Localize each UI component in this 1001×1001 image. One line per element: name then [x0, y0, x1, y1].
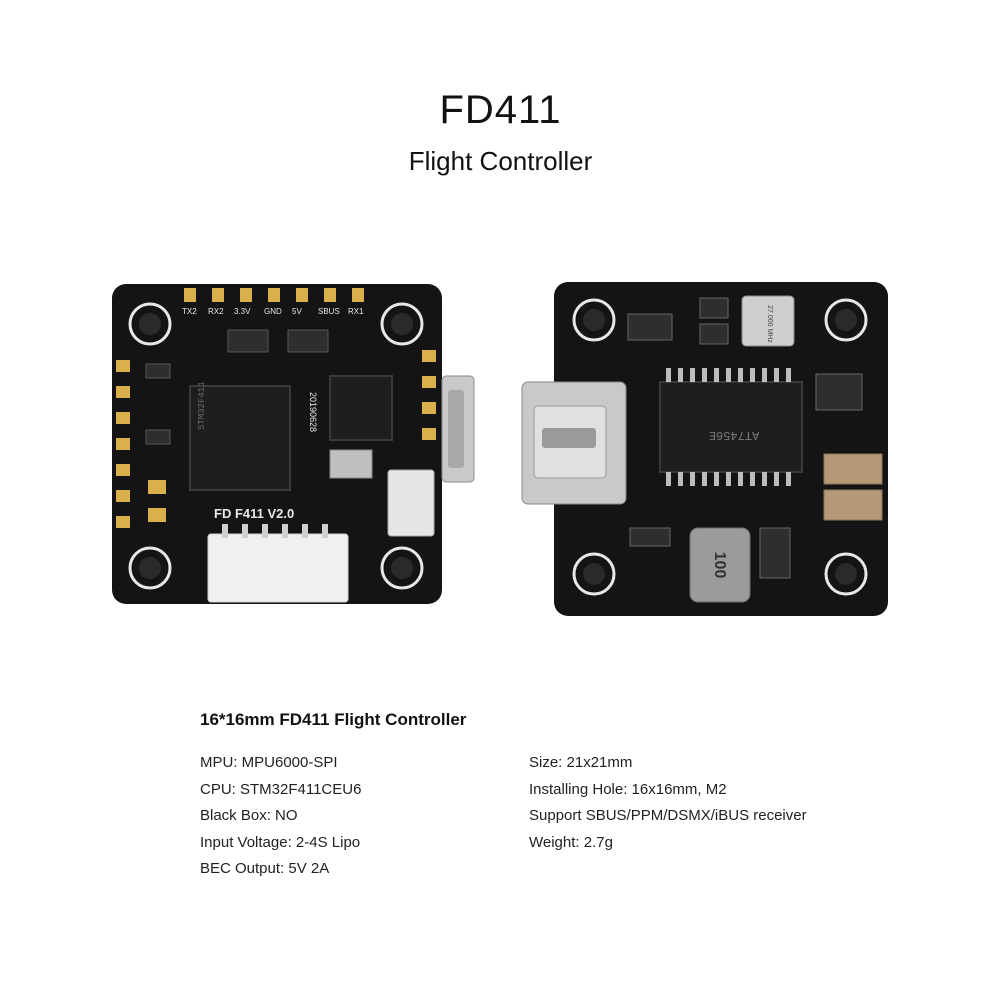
chip-code: 20190628 [308, 392, 318, 432]
silk-label: 5V [292, 307, 302, 316]
silk-label: RX1 [348, 307, 364, 316]
product-subtitle: Flight Controller [408, 146, 593, 176]
spec-item: Support SBUS/PPM/DSMX/iBUS receiver [529, 807, 807, 824]
silk-label: SBUS [318, 307, 340, 316]
spec-item: Size: 21x21mm [529, 754, 633, 771]
spec-item: Installing Hole: 16x16mm, M2 [529, 780, 727, 798]
silk-label: GND [264, 307, 282, 316]
spec-item: Input Voltage: 2-4S Lipo [200, 833, 361, 851]
spec-heading: 16*16mm FD411 Flight Controller [200, 710, 467, 729]
spec-item: Weight: 2.7g [529, 833, 613, 851]
inductor-label: 100 [711, 552, 728, 579]
silk-label: 3.3V [234, 307, 251, 316]
silk-label: RX2 [208, 307, 224, 316]
ic-label: AT7456E [709, 428, 759, 442]
spec-list-left: MPU: MPU6000-SPI CPU: STM32F411CEU6 Blac… [200, 750, 361, 883]
spec-item: CPU: STM32F411CEU6 [200, 780, 362, 798]
crystal-label: 27.000 MHz [766, 305, 773, 343]
spec-list-right: Size: 21x21mm Installing Hole: 16x16mm, … [529, 750, 807, 856]
spec-item: Black Box: NO [200, 807, 298, 824]
product-title: FD411 [439, 88, 562, 132]
back-board-image: 27.000 MHz AT7456E 100 [521, 282, 888, 616]
front-board-image: TX2 RX2 3.3V GND 5V SBUS RX1 STM32F411 2… [112, 284, 475, 604]
spec-item: BEC Output: 5V 2A [200, 860, 330, 877]
silk-label: TX2 [182, 307, 197, 316]
svg-text:STM32F411: STM32F411 [197, 381, 207, 430]
board-label: FD F411 V2.0 [214, 506, 294, 521]
spec-item: MPU: MPU6000-SPI [200, 754, 338, 771]
